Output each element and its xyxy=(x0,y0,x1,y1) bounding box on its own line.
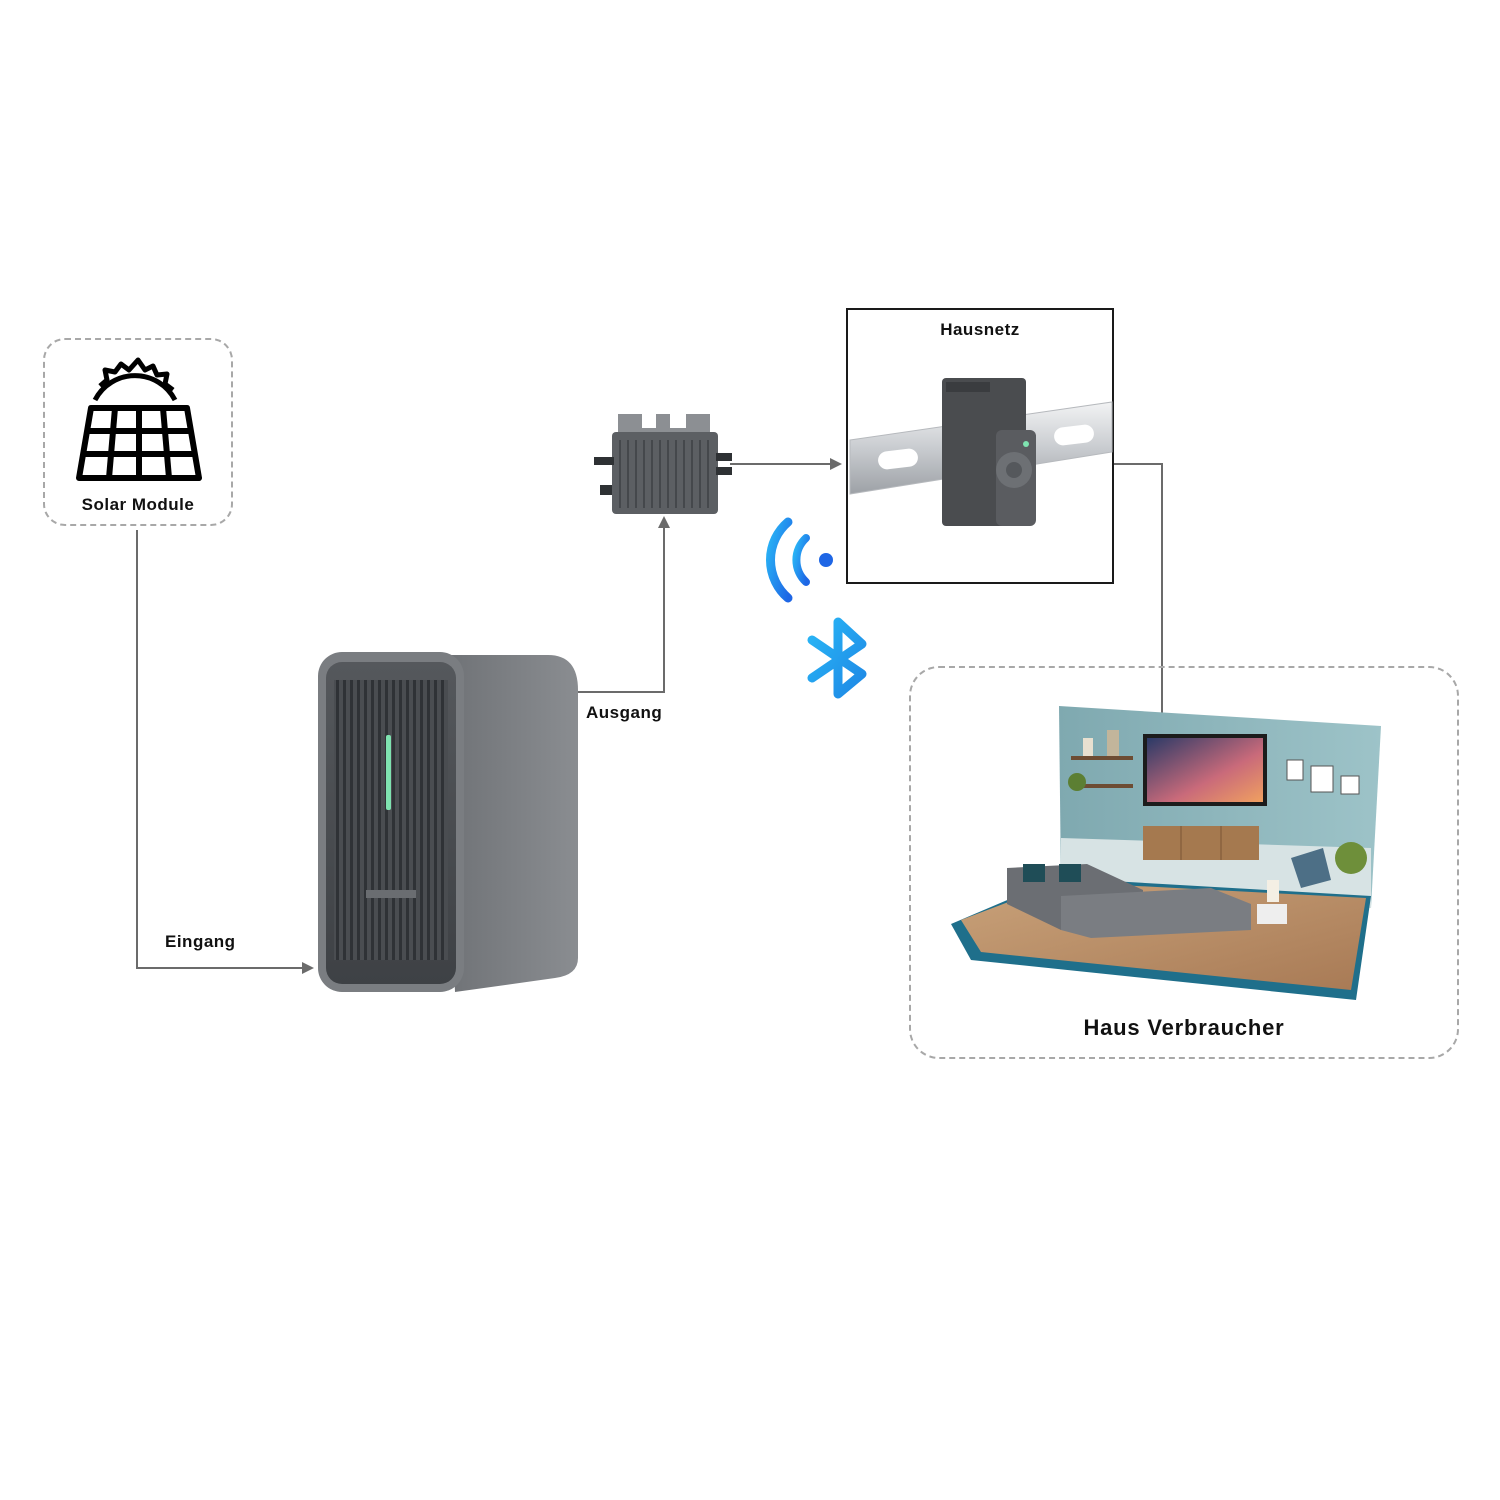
hausnetz-box: Hausnetz xyxy=(846,308,1114,584)
eingang-label: Eingang xyxy=(165,932,236,951)
grid-to-house-line xyxy=(1114,463,1168,727)
hausnetz-label: Hausnetz xyxy=(940,320,1020,339)
solar-panel-icon xyxy=(76,357,202,481)
haus-verbraucher-box: Haus Verbraucher xyxy=(909,666,1459,1059)
battery-to-inverter-line xyxy=(578,516,670,693)
smart-meter-icon xyxy=(849,378,1113,526)
haus-verbraucher-label: Haus Verbraucher xyxy=(1083,1015,1285,1040)
living-room-icon xyxy=(951,706,1381,1000)
solar-to-battery-line xyxy=(136,530,314,974)
ausgang-label: Ausgang xyxy=(586,703,663,722)
solar-module-box: Solar Module xyxy=(43,338,233,526)
solar-module-label: Solar Module xyxy=(81,495,195,514)
